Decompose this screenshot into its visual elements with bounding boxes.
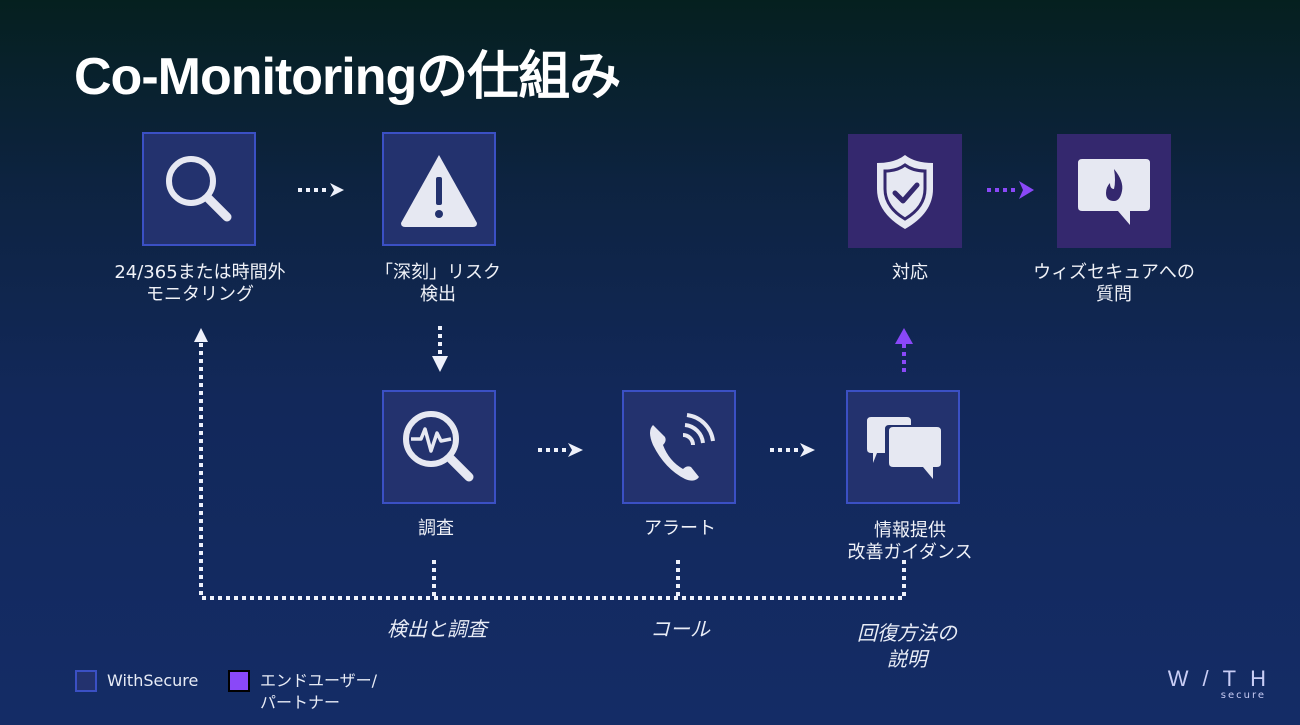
chat-flame-icon [1078,159,1150,225]
label-line: 対応 [892,262,928,283]
arrowhead-up-purple [895,328,913,344]
warning-icon [401,155,477,227]
phase-label-call: コール [650,616,710,642]
logo-main: W/TH [1167,666,1280,691]
step-box-response [848,134,962,248]
label-line: 改善ガイダンス [847,542,973,563]
label-line: 検出 [420,284,456,305]
label-line: 24/365または時間外 [114,262,286,283]
phase-label-recovery: 回復方法の 説明 [857,620,957,672]
logo-sub: secure [1220,690,1266,701]
legend-enduser: エンドユーザー/ パートナー [228,670,377,714]
arrowhead-right-purple [1019,181,1034,199]
arrowhead-up [194,328,208,342]
label-line: モニタリング [145,284,254,305]
phone-ringing-icon [650,413,715,481]
arrowhead-right [568,443,583,457]
magnifier-pulse-icon [403,411,474,482]
step-label-response: 対応 [892,262,928,284]
legend-label: エンドユーザー/ パートナー [260,670,377,714]
step-label-monitoring: 24/365または時間外 モニタリング [114,262,285,306]
magnifier-icon [166,156,232,222]
label-line: 情報提供 [873,520,946,541]
phase-label-detect-investigate: 検出と調査 [387,616,487,642]
step-box-monitoring [142,132,256,246]
step-box-detection [382,132,496,246]
label-line: ウィズセキュアへの [1033,262,1195,283]
arrowhead-right [330,183,344,197]
step-box-investigation [382,390,496,504]
label-line: 質問 [1095,284,1132,305]
step-label-alert: アラート [644,518,716,540]
label-line: アラート [644,518,716,539]
page-title: Co-Monitoringの仕組み [74,48,621,106]
step-box-alert [622,390,736,504]
legend-swatch-withsecure [75,670,97,692]
arrowhead-down [432,356,448,372]
shield-check-icon [877,155,933,229]
step-label-detection: 「深刻」リスク 検出 [375,262,501,306]
label-line: 説明 [887,647,927,671]
label-line: エンドユーザー/ [260,671,378,690]
label-line: コール [650,617,710,641]
label-line: 検出と調査 [387,617,487,641]
label-line: 調査 [418,518,454,539]
legend-swatch-enduser [228,670,250,692]
step-label-investigation: 調査 [418,518,454,540]
legend-label: WithSecure [107,671,199,690]
step-box-guidance [846,390,960,504]
arrowhead-right [800,443,815,457]
legend-withsecure: WithSecure [75,670,198,692]
withsecure-logo: W/TH secure [1148,668,1266,702]
chat-bubbles-icon [867,417,941,479]
step-label-question: ウィズセキュアへの 質問 [1033,262,1195,306]
step-box-question [1057,134,1171,248]
label-line: 「深刻」リスク [375,262,501,283]
feedback-loop-line [199,342,906,600]
step-label-guidance: 情報提供 改善ガイダンス [848,520,973,564]
label-line: パートナー [260,693,341,712]
label-line: 回復方法の [857,621,957,645]
